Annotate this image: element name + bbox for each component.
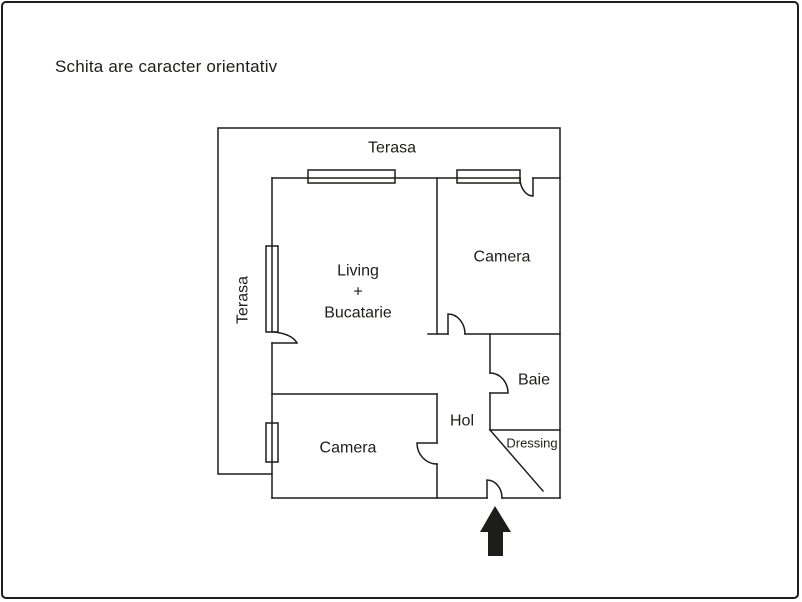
label-dressing: Dressing xyxy=(506,435,558,451)
door-baie xyxy=(490,373,508,393)
label-hol: Hol xyxy=(449,412,475,430)
label-living: Living + Bucatarie xyxy=(324,261,392,324)
door-camera-top xyxy=(448,314,465,334)
window-living-top xyxy=(308,170,395,183)
door-terrace-top xyxy=(520,178,533,196)
label-terasa-left: Terasa xyxy=(234,275,252,325)
label-camera-bottom: Camera xyxy=(319,439,377,457)
label-camera-top: Camera xyxy=(473,248,531,266)
label-living-line1: Living xyxy=(337,262,379,280)
label-living-line3: Bucatarie xyxy=(324,304,392,322)
window-living-left xyxy=(266,246,278,332)
window-camera-bottom-left xyxy=(266,423,278,462)
wall-terrace-outer xyxy=(218,128,560,498)
entrance-arrow-icon xyxy=(480,506,511,556)
wall-dressing-diagonal xyxy=(490,430,543,491)
window-camera-top xyxy=(457,170,520,183)
label-terasa-top: Terasa xyxy=(367,139,417,157)
label-living-line2: + xyxy=(353,283,363,301)
label-baie: Baie xyxy=(517,371,551,389)
page-title: Schita are caracter orientativ xyxy=(55,57,278,76)
door-camera-bottom xyxy=(417,443,437,464)
door-balcony-left xyxy=(272,332,297,343)
door-entrance xyxy=(487,480,502,498)
